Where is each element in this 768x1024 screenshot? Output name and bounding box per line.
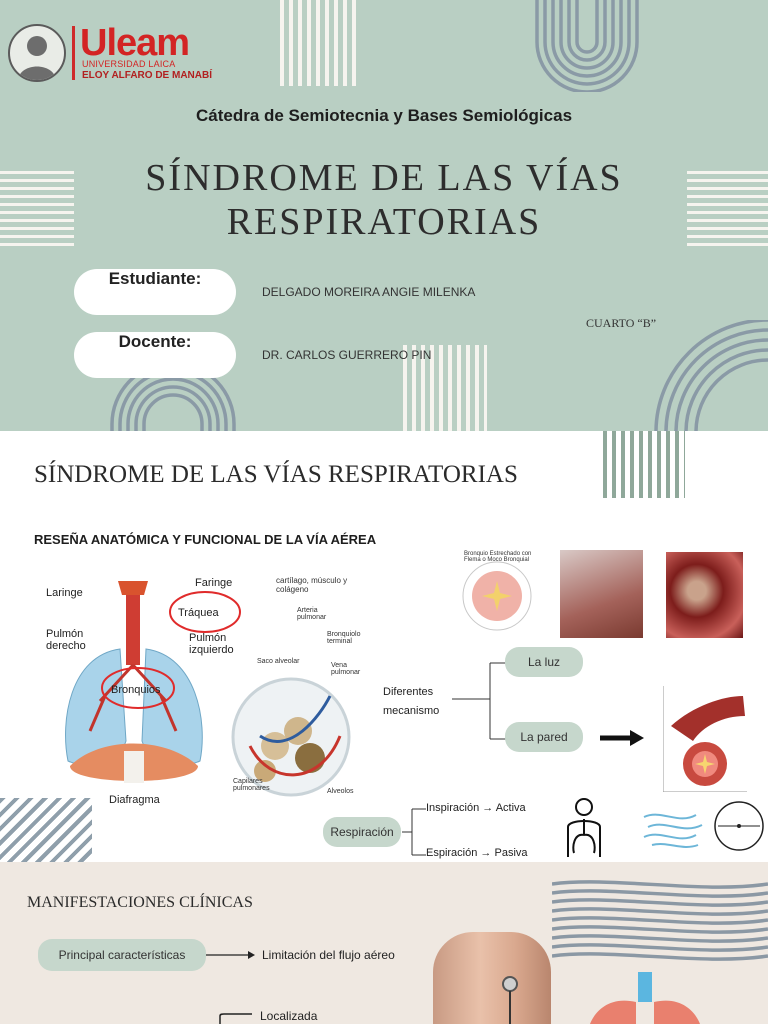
label-saco-alveolar: Saco alveolar xyxy=(257,658,300,665)
localizada-label: Localizada xyxy=(260,1009,318,1023)
stripes-decoration-left xyxy=(0,166,74,246)
localizada-connector xyxy=(219,1013,252,1024)
arch-decoration-top xyxy=(535,0,639,92)
tag-la-pared: La pared xyxy=(505,722,583,752)
stripes-decoration-diagonal xyxy=(0,798,92,862)
inspiration-value: Activa xyxy=(495,802,526,814)
student-pill: Estudiante: xyxy=(74,269,236,315)
respiratory-system-illustration xyxy=(65,581,203,783)
wave-stripes-decoration xyxy=(552,880,768,961)
cover-title-line1: SÍNDROME DE LAS VÍAS xyxy=(145,157,623,199)
label-cartilago: cartílago, músculo y colágeno xyxy=(276,576,348,594)
cover-title-line2: RESPIRATORIAS xyxy=(226,201,542,243)
label-alveolos: Alveolos xyxy=(327,788,354,795)
section-title: SÍNDROME DE LAS VÍAS RESPIRATORIAS xyxy=(34,461,518,488)
trachea-highlight xyxy=(169,591,241,633)
diaphragm-circle-icon xyxy=(714,801,764,851)
mechanisms-connector xyxy=(452,662,508,740)
label-vena: Vena pulmonar xyxy=(331,662,361,676)
inspiration-row: Inspiración → Activa xyxy=(426,802,526,814)
stripes-decoration-top xyxy=(280,0,360,86)
logo-subtitle-2: ELOY ALFARO DE MANABÍ xyxy=(82,70,213,81)
expiration-label: Espiración xyxy=(426,847,478,859)
arrow-right-icon xyxy=(600,730,644,746)
bronchus-photo-2 xyxy=(666,552,743,638)
lungs-person-icon xyxy=(567,798,601,857)
label-bronquios: Bronquios xyxy=(111,684,161,696)
logo-divider xyxy=(72,26,75,80)
expiration-row: Espiración → Pasiva xyxy=(426,847,528,859)
label-bronquio-estrechado: Bronquio Estrechado con Flema o Moco Bro… xyxy=(464,551,532,563)
label-laringe: Laringe xyxy=(46,587,83,599)
inspiration-label: Inspiración xyxy=(426,802,480,814)
label-pulmon-izquierdo: Pulmón izquierdo xyxy=(189,632,234,656)
lungs-illustration xyxy=(590,972,700,1024)
section-title-manifestations: MANIFESTACIONES CLÍNICAS xyxy=(27,894,253,911)
label-pulmon-derecho: Pulmón derecho xyxy=(46,628,86,652)
respiration-connector xyxy=(402,808,426,856)
stethoscope-icon xyxy=(502,976,518,1024)
stripes-decoration-green xyxy=(603,431,685,498)
chest-photo xyxy=(433,932,551,1024)
cover-section: Uleam UNIVERSIDAD LAICA ELOY ALFARO DE M… xyxy=(0,0,768,431)
bronchi-highlight xyxy=(101,667,175,709)
arch-decoration-bottom-right xyxy=(654,320,768,431)
chair-name: Cátedra de Semiotecnia y Bases Semiológi… xyxy=(195,106,573,125)
expiration-arrow: → xyxy=(480,847,492,859)
mechanisms-label: Diferentes mecanismo xyxy=(383,686,440,717)
university-seal-icon xyxy=(8,24,66,82)
tag-la-luz: La luz xyxy=(505,647,583,677)
bronchus-photo-1 xyxy=(560,550,643,638)
manifestations-section: MANIFESTACIONES CLÍNICAS Principal carac… xyxy=(0,862,768,1024)
bronchial-wall-illustration xyxy=(663,686,747,792)
section-subtitle: RESEÑA ANATÓMICA Y FUNCIONAL DE LA VÍA A… xyxy=(34,532,377,547)
air-flow-icon xyxy=(643,813,703,848)
teacher-pill: Docente: xyxy=(74,332,236,378)
label-arteria: Arteria pulmonar xyxy=(297,607,327,621)
label-bronquiolo: Bronquiolo terminal xyxy=(327,631,361,645)
label-capilares: Capilares pulmonares xyxy=(233,778,270,792)
anatomy-section: SÍNDROME DE LAS VÍAS RESPIRATORIAS RESEÑ… xyxy=(0,431,768,862)
inspiration-arrow: → xyxy=(482,802,494,814)
arrow-right-icon-2 xyxy=(206,951,255,959)
label-faringe: Faringe xyxy=(195,577,233,589)
logo-subtitle: UNIVERSIDAD LAICA xyxy=(82,59,176,69)
course-label: CUARTO “B” xyxy=(586,316,657,330)
narrowed-bronchus-illustration xyxy=(462,561,532,631)
alveolus-illustration xyxy=(231,677,351,797)
stripes-decoration-right xyxy=(687,166,768,246)
label-traquea: Tráquea xyxy=(178,607,219,619)
expiration-value: Pasiva xyxy=(494,847,528,859)
main-value: Limitación del flujo aéreo xyxy=(262,948,395,962)
cover-title: SÍNDROME DE LAS VÍAS RESPIRATORIAS xyxy=(0,156,768,244)
logo-name: Uleam xyxy=(80,22,190,64)
label-diafragma: Diafragma xyxy=(109,794,160,806)
student-name: DELGADO MOREIRA ANGIE MILENKA xyxy=(262,285,476,299)
tag-principal-caracteristicas: Principal características xyxy=(38,939,206,971)
stripes-decoration-bottom xyxy=(403,345,487,431)
teacher-name: DR. CARLOS GUERRERO PIN xyxy=(262,348,432,362)
tag-respiracion: Respiración xyxy=(323,817,401,847)
arch-decoration-bottom-left xyxy=(110,372,236,431)
